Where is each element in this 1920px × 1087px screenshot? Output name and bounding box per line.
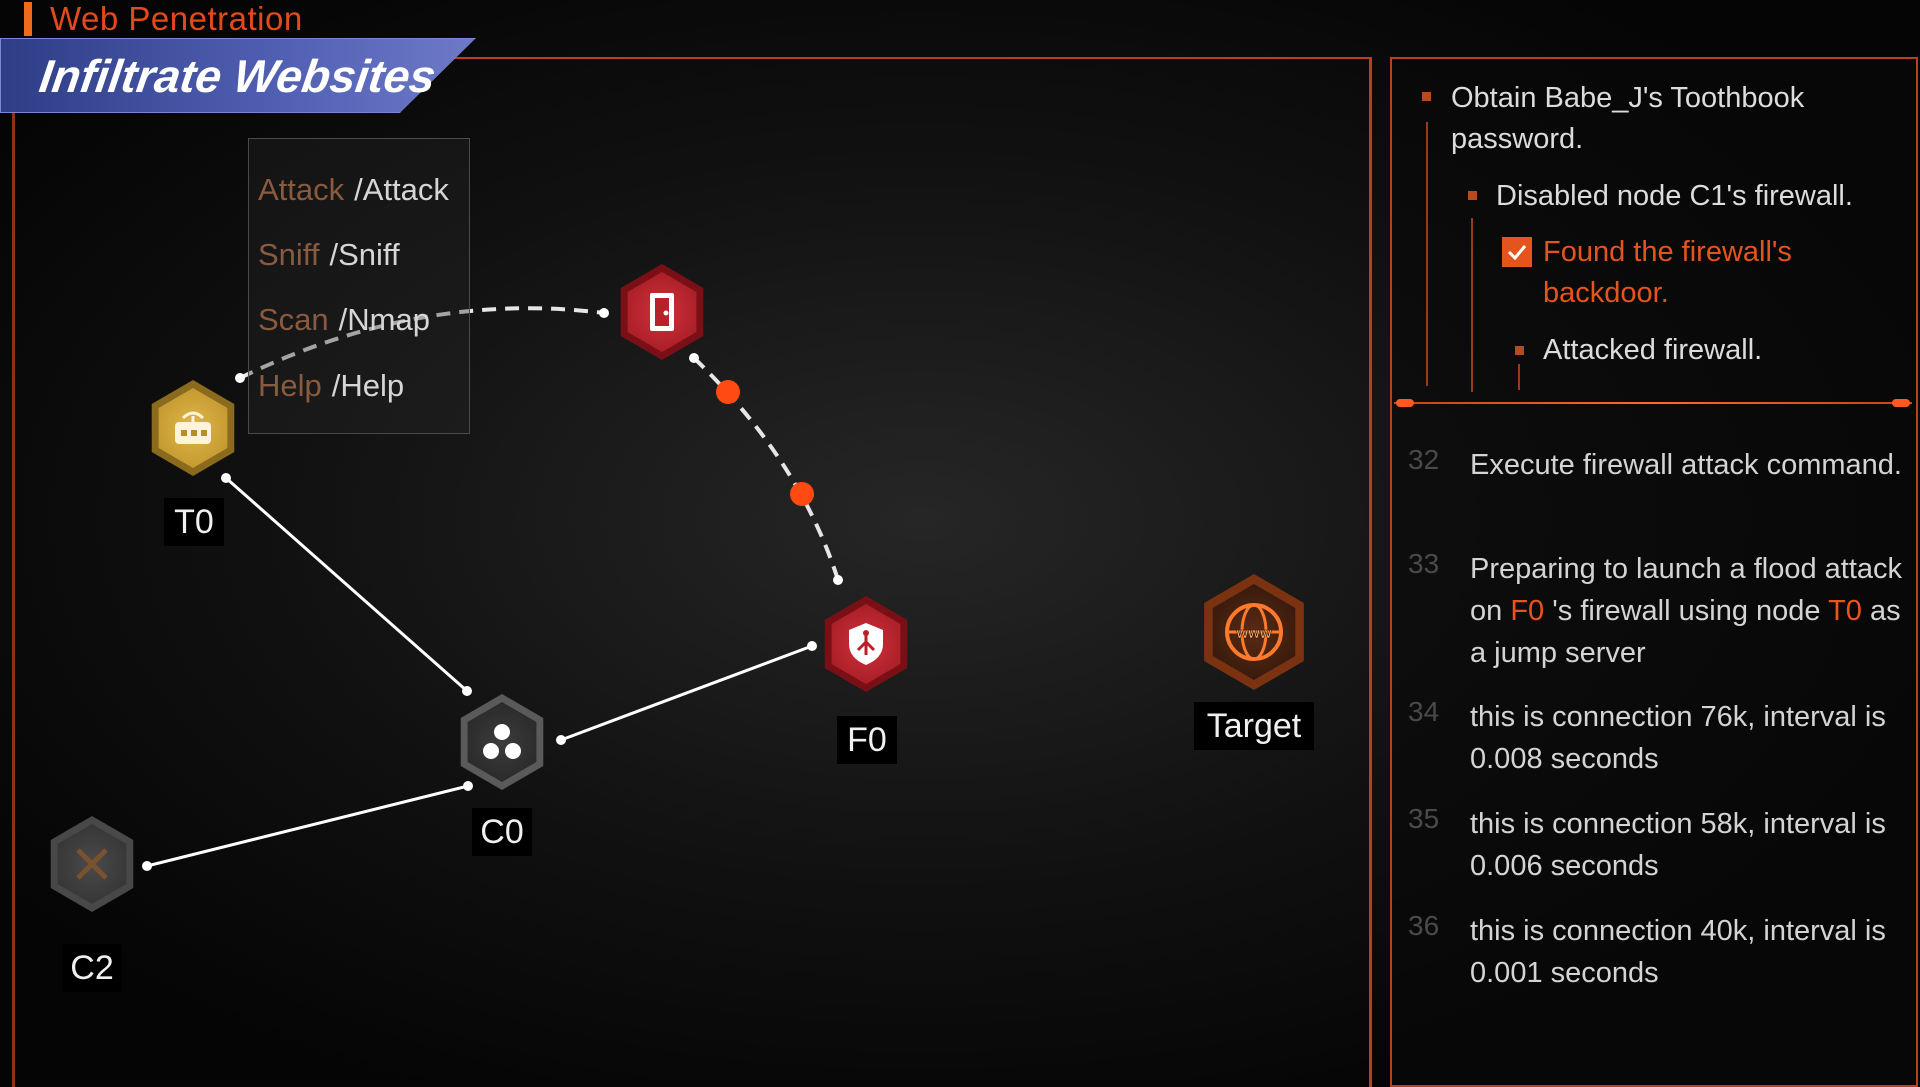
checkbox-checked-icon [1502, 237, 1532, 267]
command-text: /Help [331, 368, 405, 403]
objective-bullet [1422, 92, 1431, 101]
panel-divider [1394, 402, 1912, 404]
objective-tree-line [1426, 122, 1428, 386]
link-endpoint [142, 861, 152, 871]
log-node-ref: F0 [1510, 595, 1545, 627]
mode-marker [24, 2, 32, 36]
link-t0-door [239, 306, 605, 380]
command-sniff[interactable]: Sniff /Sniff [258, 235, 400, 275]
command-keyword: Attack [258, 172, 345, 207]
node-label-target: Target [1194, 702, 1314, 750]
link-c0-f0 [560, 644, 813, 742]
objective-main: Obtain Babe_J's Toothbook password. [1451, 82, 1805, 155]
attack-packet [716, 380, 740, 404]
cluster-icon [483, 724, 521, 759]
objective-bullet [1515, 346, 1524, 355]
mode-label: Web Penetration [24, 0, 303, 38]
divider-cap-right [1892, 399, 1910, 407]
link-door-f0 [692, 356, 840, 581]
network-map-frame [12, 57, 1372, 1087]
objective-current: Attacked firewall. [1543, 334, 1763, 366]
log-number: 32 [1408, 444, 1440, 475]
link-endpoint [462, 686, 472, 696]
objective-bullet [1468, 191, 1477, 200]
command-keyword: Help [258, 368, 322, 403]
log-text: this is connection 58k, interval is 0.00… [1470, 808, 1886, 882]
node-label-c2: C2 [62, 944, 122, 992]
objective-tree-line [1518, 364, 1520, 390]
log-text-part: 's firewall using node [1552, 595, 1821, 627]
log-number: 35 [1408, 803, 1440, 834]
mode-label-text: Web Penetration [50, 0, 303, 37]
command-text: /Sniff [329, 237, 400, 272]
firewall-icon [849, 623, 883, 665]
attack-packet [790, 482, 814, 506]
node-f0[interactable] [818, 596, 914, 692]
node-label-t0: T0 [164, 498, 224, 546]
node-c0[interactable] [454, 694, 550, 790]
command-help[interactable]: Help /Help [258, 366, 404, 406]
objective-sub: Disabled node C1's firewall. [1496, 180, 1853, 212]
log-text: this is connection 40k, interval is 0.00… [1470, 915, 1886, 989]
node-t0[interactable] [145, 380, 241, 476]
command-menu [248, 138, 470, 434]
node-door[interactable] [614, 264, 710, 360]
link-endpoint [463, 781, 473, 791]
log-text-part: Preparing to launch a flood attack on [1470, 553, 1903, 627]
log-text: Execute firewall attack command. [1470, 449, 1902, 481]
link-c2-c0 [146, 784, 469, 868]
log-text: this is connection 76k, interval is 0.00… [1470, 701, 1886, 775]
svg-text:www: www [1235, 625, 1271, 642]
link-t0-c0 [225, 476, 468, 693]
link-endpoint [556, 735, 566, 745]
router-icon [175, 411, 211, 444]
node-label-f0: F0 [837, 716, 897, 764]
log-text: Preparing to launch a flood attack on F0… [1470, 548, 1910, 674]
log-text-part: as a jump server [1470, 595, 1901, 669]
command-keyword: Scan [258, 302, 329, 337]
log-number: 36 [1408, 910, 1440, 941]
link-endpoint [689, 353, 699, 363]
log-number: 33 [1408, 548, 1440, 579]
objective-tree-line [1471, 218, 1473, 392]
door-icon [650, 293, 674, 331]
link-endpoint [221, 473, 231, 483]
command-text: /Attack [354, 172, 449, 207]
command-text: /Nmap [338, 302, 430, 337]
command-attack[interactable]: Attack /Attack [258, 170, 449, 210]
divider-cap-left [1396, 399, 1414, 407]
node-c2[interactable] [44, 816, 140, 912]
log-node-ref: T0 [1828, 595, 1862, 627]
mission-banner [0, 38, 476, 113]
node-label-c0: C0 [472, 808, 532, 856]
command-keyword: Sniff [258, 237, 320, 272]
log-number: 34 [1408, 696, 1440, 727]
link-endpoint [833, 575, 843, 585]
link-endpoint [235, 373, 245, 383]
objective-done: Found the firewall's backdoor. [1543, 236, 1792, 309]
link-endpoint [599, 308, 609, 318]
command-scan[interactable]: Scan /Nmap [258, 300, 430, 340]
node-target[interactable]: www [1196, 574, 1312, 690]
www-globe-icon: www [1225, 603, 1283, 661]
x-icon [76, 848, 108, 880]
link-endpoint [807, 641, 817, 651]
